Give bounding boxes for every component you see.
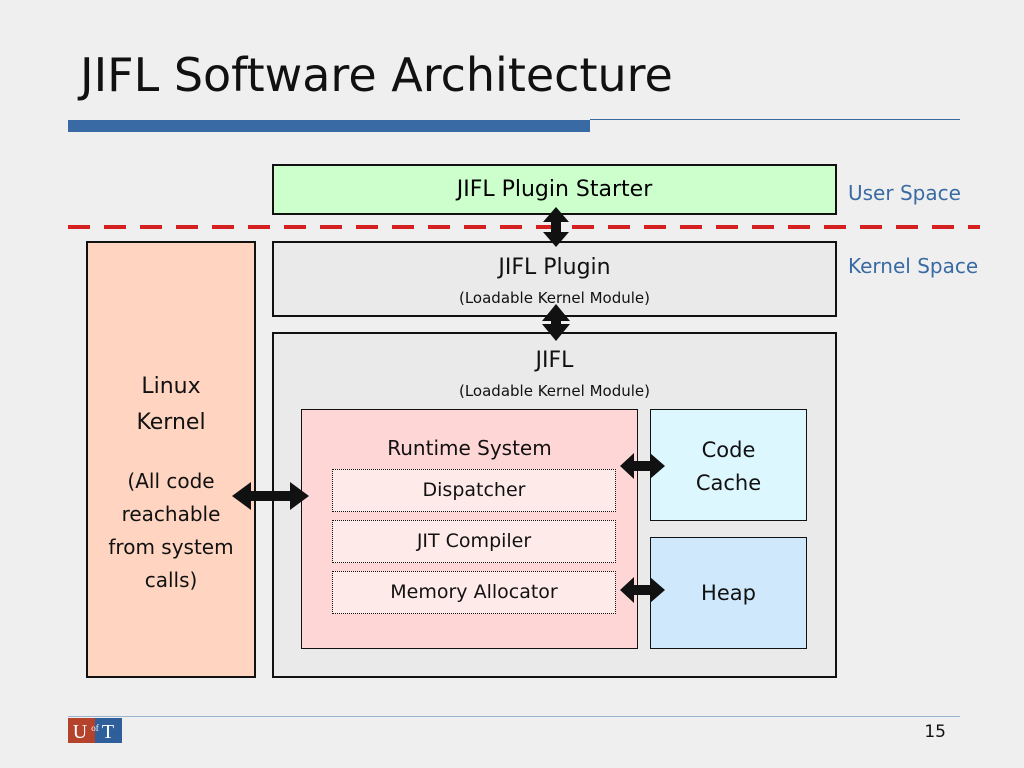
title-underline-thin: [590, 119, 960, 120]
jifl-plugin-title: JIFL Plugin: [498, 255, 611, 280]
kernel-space-label: Kernel Space: [848, 254, 979, 278]
heap-label: Heap: [701, 581, 756, 605]
title-underline-thick: [68, 120, 590, 132]
jifl-plugin-subtitle: (Loadable Kernel Module): [458, 289, 650, 307]
slide-title: JIFL Software Architecture: [80, 48, 673, 102]
jifl-plugin-box: JIFL Plugin (Loadable Kernel Module): [272, 241, 837, 317]
user-kernel-boundary-line: [68, 225, 980, 229]
heap-box: Heap: [650, 537, 807, 649]
logo-letter-t: T: [102, 721, 114, 743]
university-logo: U of T: [68, 718, 122, 743]
code-cache-line2: Cache: [695, 471, 762, 495]
linux-kernel-title-line2: Kernel: [136, 410, 206, 435]
user-space-label: User Space: [848, 181, 961, 205]
memory-allocator-box: Memory Allocator: [332, 571, 616, 614]
linux-kernel-note-line4: calls): [144, 568, 198, 592]
linux-kernel-note-line3: from system: [108, 535, 234, 559]
logo-letter-u: U: [73, 721, 88, 743]
jifl-subtitle: (Loadable Kernel Module): [458, 382, 650, 400]
dispatcher-box: Dispatcher: [332, 469, 616, 512]
plugin-starter-box: JIFL Plugin Starter: [272, 164, 837, 215]
footer-rule: [68, 716, 960, 717]
linux-kernel-note-line1: (All code: [127, 469, 215, 493]
code-cache-box: Code Cache: [650, 409, 807, 521]
runtime-system-label: Runtime System: [387, 436, 552, 460]
code-cache-line1: Code: [701, 438, 756, 462]
jit-compiler-box: JIT Compiler: [332, 520, 616, 563]
linux-kernel-note-line2: reachable: [121, 502, 221, 526]
linux-kernel-title-line1: Linux: [141, 374, 201, 399]
page-number: 15: [924, 722, 946, 742]
linux-kernel-box: Linux Kernel (All code reachable from sy…: [86, 241, 256, 678]
logo-of: of: [91, 723, 99, 733]
jifl-title: JIFL: [535, 348, 574, 373]
plugin-starter-label: JIFL Plugin Starter: [456, 177, 653, 202]
